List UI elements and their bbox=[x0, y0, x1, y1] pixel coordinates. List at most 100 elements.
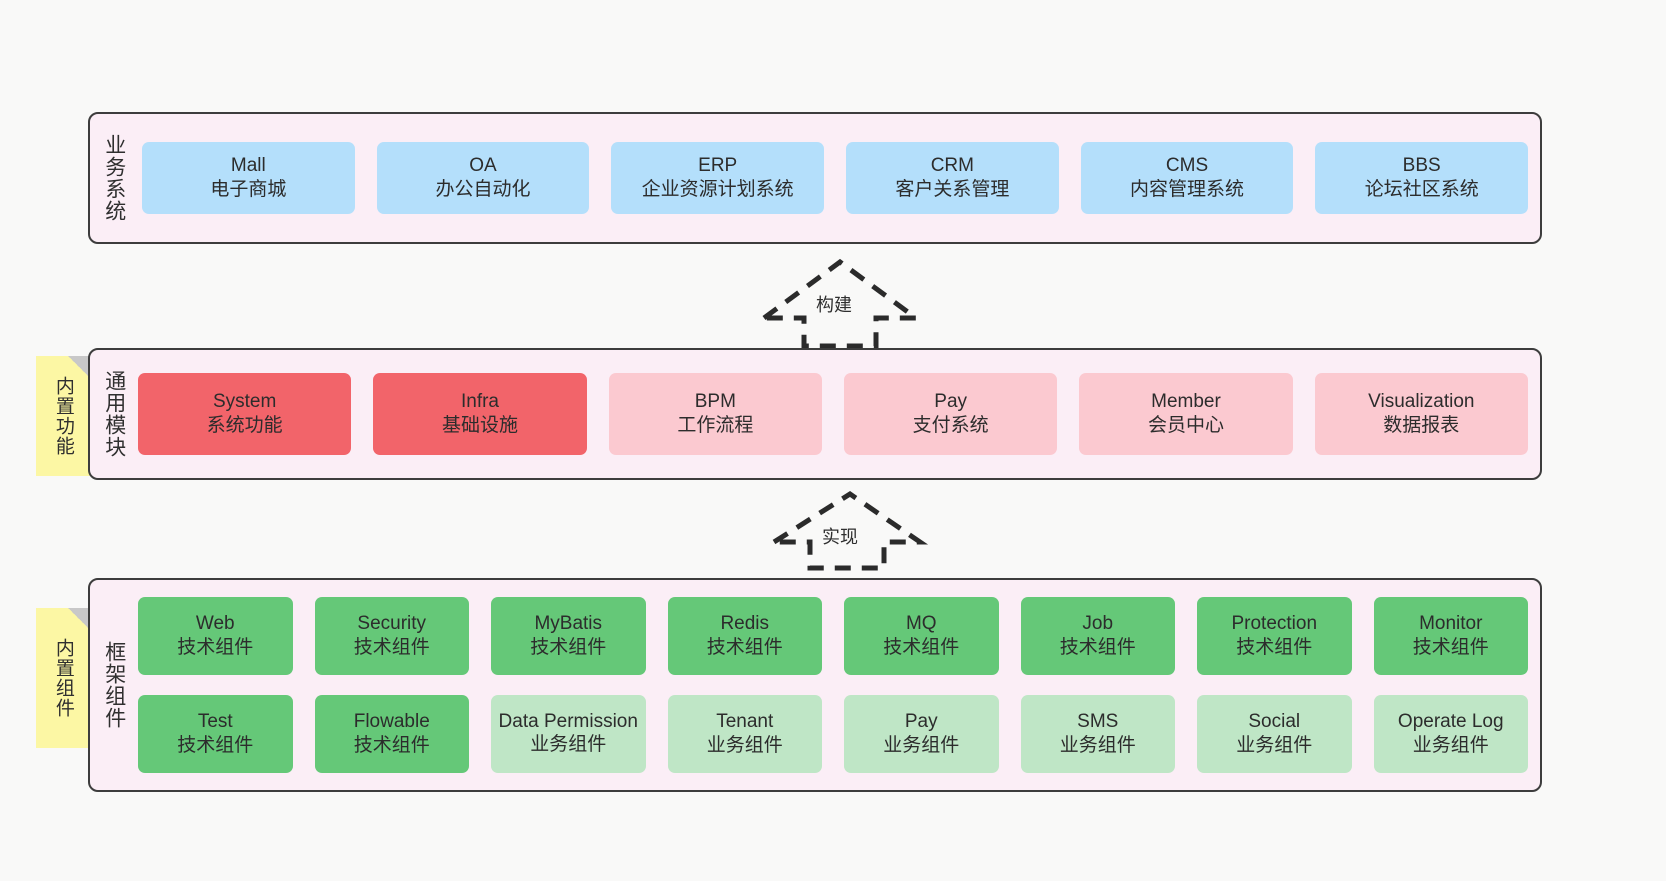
common-item-bpm-desc: 工作流程 bbox=[677, 415, 754, 436]
framework-item-flowable[interactable]: Flowable 技术组件 bbox=[314, 695, 469, 773]
business-item-mall[interactable]: Mall 电子商城 bbox=[142, 142, 355, 214]
layer-business-system: 业务系统 Mall 电子商城 OA 办公自动化 ERP 企业资源计划系统 CRM… bbox=[88, 112, 1542, 244]
business-item-oa-desc: 办公自动化 bbox=[435, 179, 531, 200]
business-item-cms-name: CMS bbox=[1165, 154, 1209, 176]
sticky-note-builtin-function-label: 内置功能 bbox=[52, 376, 74, 456]
framework-item-redis-name: Redis bbox=[720, 612, 770, 634]
framework-item-pay[interactable]: Pay 业务组件 bbox=[844, 695, 999, 773]
layer-framework-title: 框架组件 bbox=[102, 641, 126, 729]
business-item-crm-name: CRM bbox=[930, 154, 974, 176]
layer-common-modules: 通用模块 System 系统功能 Infra 基础设施 BPM 工作流程 Pay… bbox=[88, 348, 1542, 480]
framework-item-operate-log[interactable]: Operate Log 业务组件 bbox=[1373, 695, 1528, 773]
business-item-mall-name: Mall bbox=[230, 154, 266, 176]
framework-item-test[interactable]: Test 技术组件 bbox=[138, 695, 293, 773]
framework-item-web-name: Web bbox=[195, 612, 235, 634]
sticky-note-builtin-component-label: 内置组件 bbox=[52, 638, 74, 718]
framework-item-monitor-desc: 技术组件 bbox=[1412, 637, 1489, 658]
layer-framework-components: 框架组件 Web 技术组件 Security 技术组件 MyBatis 技术组件… bbox=[88, 578, 1542, 792]
arrow-implement-label: 实现 bbox=[822, 527, 858, 547]
framework-item-flowable-desc: 技术组件 bbox=[353, 735, 430, 756]
framework-item-job-name: Job bbox=[1082, 612, 1114, 634]
framework-item-data-permission[interactable]: Data Permission 业务组件 bbox=[491, 695, 646, 773]
common-item-infra[interactable]: Infra 基础设施 bbox=[373, 373, 587, 455]
framework-item-web[interactable]: Web 技术组件 bbox=[138, 597, 293, 675]
framework-item-social-name: Social bbox=[1248, 710, 1301, 732]
arrow-build: 构建 bbox=[750, 258, 930, 349]
layer-business-title: 业务系统 bbox=[102, 134, 126, 222]
framework-item-flowable-name: Flowable bbox=[353, 710, 430, 732]
business-item-cms-desc: 内容管理系统 bbox=[1130, 179, 1245, 200]
framework-item-test-desc: 技术组件 bbox=[177, 735, 254, 756]
business-item-crm-desc: 客户关系管理 bbox=[895, 179, 1010, 200]
business-item-oa[interactable]: OA 办公自动化 bbox=[376, 142, 590, 214]
business-item-erp-name: ERP bbox=[698, 154, 738, 176]
common-item-pay[interactable]: Pay 支付系统 bbox=[843, 373, 1058, 455]
common-item-system-desc: 系统功能 bbox=[206, 415, 283, 436]
framework-item-tenant-name: Tenant bbox=[716, 710, 774, 732]
framework-tech-row: Web 技术组件 Security 技术组件 MyBatis 技术组件 Redi… bbox=[138, 597, 1528, 675]
common-item-bpm[interactable]: BPM 工作流程 bbox=[608, 373, 822, 455]
framework-item-mybatis[interactable]: MyBatis 技术组件 bbox=[491, 597, 646, 675]
framework-item-job[interactable]: Job 技术组件 bbox=[1020, 597, 1175, 675]
common-item-system[interactable]: System 系统功能 bbox=[138, 373, 352, 455]
arrow-implement: 实现 bbox=[764, 490, 944, 571]
framework-item-protection-name: Protection bbox=[1231, 612, 1318, 634]
common-item-infra-desc: 基础设施 bbox=[441, 415, 518, 436]
framework-item-social[interactable]: Social 业务组件 bbox=[1197, 695, 1352, 773]
business-item-mall-desc: 电子商城 bbox=[210, 179, 287, 200]
business-item-erp[interactable]: ERP 企业资源计划系统 bbox=[611, 142, 825, 214]
framework-item-security-desc: 技术组件 bbox=[353, 637, 430, 658]
common-item-pay-desc: 支付系统 bbox=[912, 415, 989, 436]
framework-item-tenant-desc: 业务组件 bbox=[706, 735, 783, 756]
framework-item-sms[interactable]: SMS 业务组件 bbox=[1020, 695, 1175, 773]
business-items-row: Mall 电子商城 OA 办公自动化 ERP 企业资源计划系统 CRM 客户关系… bbox=[142, 142, 1529, 214]
framework-item-protection[interactable]: Protection 技术组件 bbox=[1197, 597, 1352, 675]
framework-item-data-permission-name: Data Permission bbox=[498, 711, 638, 733]
common-item-member[interactable]: Member 会员中心 bbox=[1079, 373, 1293, 455]
sticky-note-builtin-function: 内置功能 bbox=[36, 356, 90, 476]
layer-common-title: 通用模块 bbox=[102, 370, 126, 458]
sticky-note-builtin-component: 内置组件 bbox=[36, 608, 90, 748]
business-item-erp-desc: 企业资源计划系统 bbox=[641, 179, 794, 200]
business-item-bbs-desc: 论坛社区系统 bbox=[1364, 179, 1479, 200]
arrow-build-label: 构建 bbox=[816, 295, 852, 315]
framework-item-mq-desc: 技术组件 bbox=[883, 637, 960, 658]
business-item-bbs[interactable]: BBS 论坛社区系统 bbox=[1315, 142, 1529, 214]
framework-item-mybatis-desc: 技术组件 bbox=[530, 637, 607, 658]
framework-item-redis[interactable]: Redis 技术组件 bbox=[667, 597, 822, 675]
framework-item-security[interactable]: Security 技术组件 bbox=[314, 597, 469, 675]
common-item-member-name: Member bbox=[1151, 390, 1221, 412]
framework-item-mybatis-name: MyBatis bbox=[534, 612, 603, 634]
layer-business-body: Mall 电子商城 OA 办公自动化 ERP 企业资源计划系统 CRM 客户关系… bbox=[138, 114, 1540, 242]
layer-common-body: System 系统功能 Infra 基础设施 BPM 工作流程 Pay 支付系统… bbox=[138, 350, 1540, 478]
framework-item-security-name: Security bbox=[357, 612, 427, 634]
common-item-bpm-name: BPM bbox=[694, 390, 736, 412]
layer-framework-body: Web 技术组件 Security 技术组件 MyBatis 技术组件 Redi… bbox=[138, 580, 1540, 790]
framework-item-job-desc: 技术组件 bbox=[1059, 637, 1136, 658]
framework-item-redis-desc: 技术组件 bbox=[706, 637, 783, 658]
framework-item-monitor-name: Monitor bbox=[1419, 612, 1483, 634]
common-item-system-name: System bbox=[212, 390, 277, 412]
framework-item-operate-log-desc: 业务组件 bbox=[1412, 735, 1489, 756]
framework-item-sms-desc: 业务组件 bbox=[1059, 735, 1136, 756]
framework-item-social-desc: 业务组件 bbox=[1236, 735, 1313, 756]
business-item-cms[interactable]: CMS 内容管理系统 bbox=[1080, 142, 1294, 214]
business-item-bbs-name: BBS bbox=[1402, 154, 1441, 176]
framework-item-protection-desc: 技术组件 bbox=[1236, 637, 1313, 658]
common-item-member-desc: 会员中心 bbox=[1147, 415, 1224, 436]
framework-item-test-name: Test bbox=[197, 710, 233, 732]
common-item-infra-name: Infra bbox=[460, 390, 499, 412]
framework-item-web-desc: 技术组件 bbox=[177, 637, 254, 658]
framework-item-operate-log-name: Operate Log bbox=[1397, 710, 1504, 732]
framework-item-mq[interactable]: MQ 技术组件 bbox=[844, 597, 999, 675]
common-items-row: System 系统功能 Infra 基础设施 BPM 工作流程 Pay 支付系统… bbox=[138, 373, 1528, 455]
framework-item-mq-name: MQ bbox=[905, 612, 937, 634]
framework-business-row: Test 技术组件 Flowable 技术组件 Data Permission … bbox=[138, 695, 1528, 773]
framework-item-tenant[interactable]: Tenant 业务组件 bbox=[667, 695, 822, 773]
business-item-oa-name: OA bbox=[469, 154, 497, 176]
common-item-pay-name: Pay bbox=[934, 390, 968, 412]
framework-item-monitor[interactable]: Monitor 技术组件 bbox=[1373, 597, 1528, 675]
common-item-visualization[interactable]: Visualization 数据报表 bbox=[1314, 373, 1528, 455]
business-item-crm[interactable]: CRM 客户关系管理 bbox=[846, 142, 1059, 214]
